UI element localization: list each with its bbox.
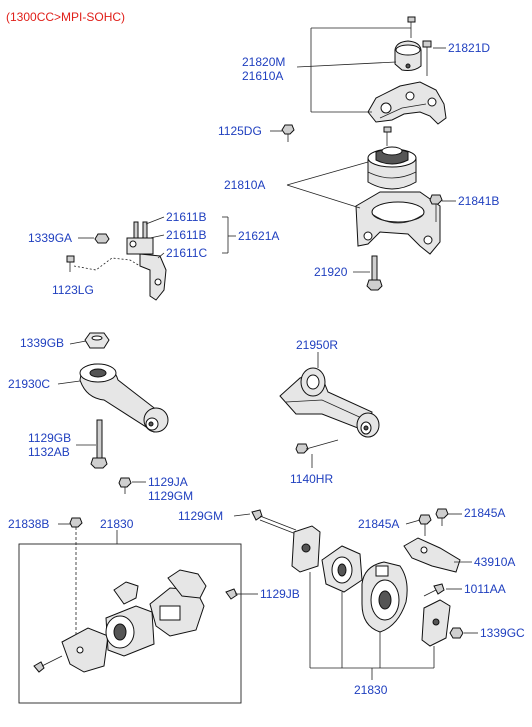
part-number-labels: 21820M 21610A 21821D 1125DG 21810A 21841… [8,41,525,697]
label-21611B-2: 21611B [166,228,206,242]
label-21838B: 21838B [8,517,49,531]
label-1011AA: 1011AA [464,582,506,596]
pad-part [421,599,451,647]
bolt-icon [66,255,75,272]
stopper-cap-part [394,40,422,71]
label-1140HR: 1140HR [290,472,333,486]
label-21821D: 21821D [448,41,490,55]
roll-stopper-rear [279,367,380,454]
bolt-icon [418,514,432,536]
mount-kit-box [18,517,242,704]
bolt-icon [295,439,339,454]
label-1129JB: 1129JB [260,587,300,601]
label-1339GB: 1339GB [20,336,64,350]
roll-stopper-front [79,332,169,494]
label-1129GB: 1129GB [28,431,71,445]
leader-lines-roll-stopper-front [57,340,146,483]
label-21950R: 21950R [296,338,338,352]
cap-part [167,569,207,599]
bolt-icon [69,517,83,528]
lower-mount-bracket-part [355,191,441,255]
label-1129JA: 1129JA [148,475,188,489]
bolt-icon [33,655,63,673]
bracket-part [403,537,461,573]
pad-part [291,525,321,573]
leader-lines-stud-bracket [78,216,236,259]
bolt-icon [383,126,392,146]
engine-mount-bracket-assembly [281,16,447,291]
bushing-cylinder-part [367,146,417,190]
label-21820M: 21820M [242,55,285,69]
bolt-icon [407,16,416,38]
mount-body-part [361,561,408,633]
label-21611B-1: 21611B [166,210,206,224]
label-1123LG: 1123LG [52,283,94,297]
label-21621A: 21621A [238,229,279,243]
label-21830-bottom: 21830 [354,683,388,697]
stud-bracket-part [126,221,167,301]
bolt-icon [225,588,246,600]
bolt-icon [251,509,297,535]
engine-spec-header: (1300CC>MPI-SOHC) [6,10,125,24]
label-21611C: 21611C [166,246,207,260]
label-21920: 21920 [314,265,348,279]
bushing-part [105,605,155,657]
label-1339GA: 1339GA [28,231,72,245]
bolt-icon [435,508,449,526]
label-1125DG: 1125DG [218,124,262,138]
nut-icon [449,627,464,639]
bolt-icon [429,194,443,222]
leader-lines-kit [58,523,118,544]
label-21830-top: 21830 [100,517,134,531]
label-21810A: 21810A [224,178,265,192]
label-21845A-1: 21845A [358,517,399,531]
label-21930C: 21930C [8,377,50,391]
bolt-icon [90,419,108,469]
leader-lines-top [270,27,456,273]
spacer-part [113,581,139,605]
label-21610A: 21610A [242,69,283,83]
leader-lines-roll-stopper-rear [311,352,319,468]
mount-bracket-part [367,81,447,125]
bolt-icon [366,255,383,291]
bolt-icon [423,583,445,597]
mount-exploded-parts [225,508,464,647]
bolt-icon [281,124,295,142]
bracket-part [149,587,205,637]
label-1339GC: 1339GC [480,626,525,640]
bolt-icon [422,40,432,76]
bolt-icon [118,477,132,494]
stud-bracket-assembly [66,221,167,301]
bushing-part [321,545,363,593]
label-1129GM-2: 1129GM [178,509,223,523]
nut-icon [94,233,110,244]
nut-icon [84,332,110,349]
label-21841B: 21841B [458,194,499,208]
label-43910A: 43910A [474,555,515,569]
label-1132AB: 1132AB [28,445,70,459]
kit-outline-box [18,543,242,704]
mount-bracket-part [61,627,109,673]
label-21845A-2: 21845A [464,506,505,520]
leader-lines-exploded [233,513,478,680]
label-1129GM-1: 1129GM [148,489,193,503]
